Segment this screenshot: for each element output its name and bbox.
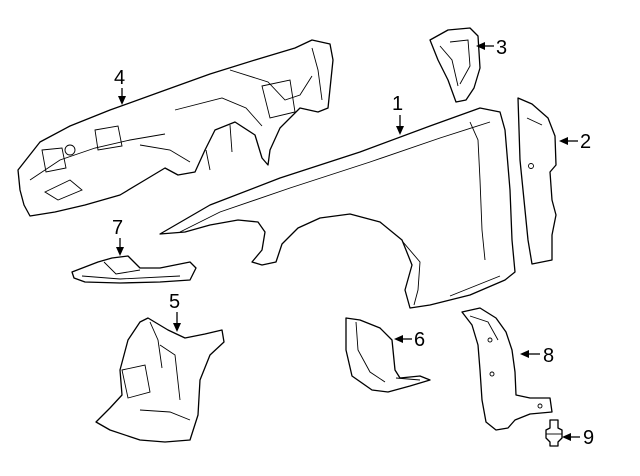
lower-shield-part [95,317,225,443]
callout-5: 5 [169,291,180,313]
callout-9: 9 [583,427,594,449]
callout-4: 4 [114,67,125,89]
callout-leaders [116,42,580,441]
wheelhouse-liner-part [461,307,553,431]
callout-3: 3 [496,37,507,59]
front-molding-part [71,255,197,284]
splash-shield-part [345,317,431,393]
upper-bracket-part [429,27,481,103]
callout-2: 2 [580,131,591,153]
callout-7: 7 [112,217,123,239]
callout-1: 1 [392,93,403,115]
rear-panel-part [517,97,557,265]
apron-assembly-part [17,39,334,217]
push-retainer-part [545,419,563,447]
callout-6: 6 [414,329,425,351]
callout-8: 8 [543,345,554,367]
fender-part [159,107,516,309]
callout-labels: 1 2 3 4 5 6 7 8 9 [112,37,594,449]
